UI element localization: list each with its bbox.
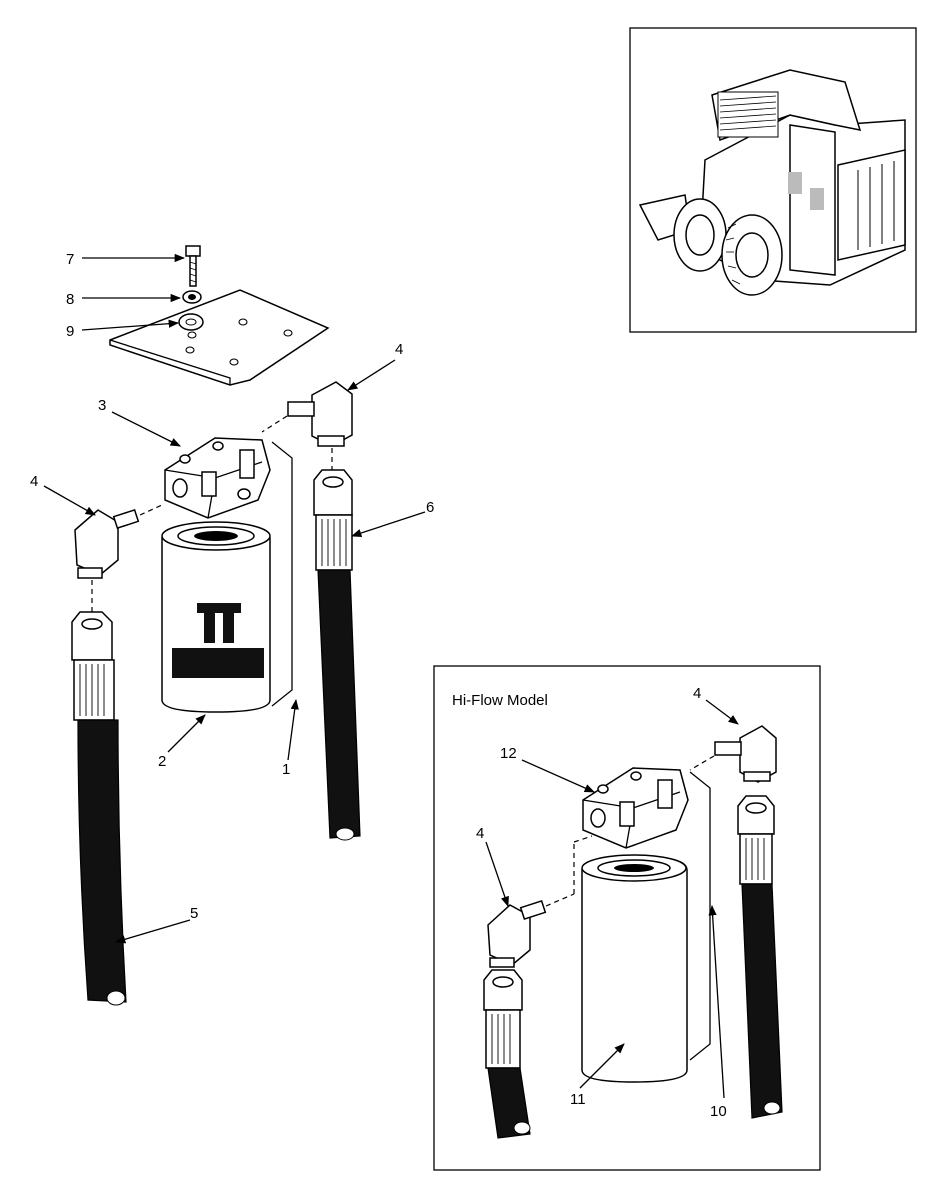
hi-flow-model-inset: Hi-Flow Model: [433, 665, 821, 1171]
machine-location-inset: [629, 27, 917, 333]
inset-title: Hi-Flow Model: [452, 692, 548, 709]
callout-4: 4: [476, 825, 484, 842]
filter-canister: [581, 854, 688, 1083]
callout-9: 9: [66, 323, 74, 340]
callout-8: 8: [66, 291, 74, 308]
filter-housing-icon: [164, 437, 271, 519]
elbow-fitting-icon: [487, 899, 547, 968]
elbow-fitting-icon: [287, 381, 353, 447]
hydraulic-hose-icon: [737, 795, 783, 1119]
callout-4: 4: [30, 473, 38, 490]
callout-11: 11: [570, 1091, 586, 1108]
callout-7: 7: [66, 251, 74, 268]
callout-10: 10: [710, 1103, 727, 1120]
callout-6: 6: [426, 499, 434, 516]
callout-12: 12: [500, 745, 517, 762]
callout-5: 5: [190, 905, 198, 922]
hydraulic-hose-icon: [483, 969, 531, 1139]
callout-4: 4: [395, 341, 403, 358]
main-filter-assembly: 7 8 9 3 4 4 6 2 1 5: [30, 245, 434, 1006]
elbow-fitting-icon: [74, 508, 140, 579]
filter-canister: [161, 521, 271, 713]
flat-washer: [178, 313, 204, 331]
lock-washer: [182, 290, 202, 304]
filter-housing-icon: [582, 767, 689, 849]
callout-2: 2: [158, 753, 166, 770]
callout-4: 4: [693, 685, 701, 702]
mounting-plate: [109, 289, 330, 386]
callout-3: 3: [98, 397, 106, 414]
callout-1: 1: [282, 761, 290, 778]
hydraulic-hose-icon: [313, 469, 361, 841]
elbow-fitting-icon: [714, 725, 777, 783]
skid-steer-loader-icon: [638, 69, 906, 296]
hydraulic-hose-icon: [71, 611, 127, 1006]
bolt: [185, 245, 201, 287]
